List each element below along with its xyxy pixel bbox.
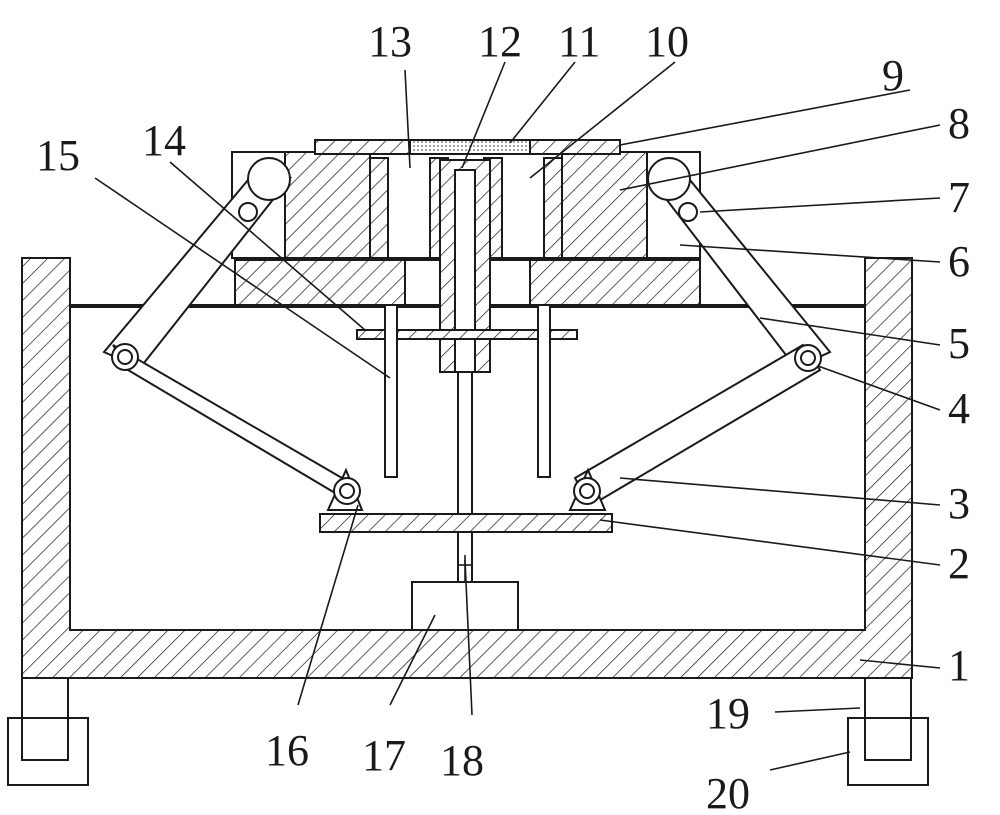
label-12: 12 — [478, 17, 522, 66]
label-1: 1 — [948, 641, 970, 690]
right-leg — [847, 677, 929, 786]
crossbar-rods — [356, 304, 578, 478]
motor — [411, 581, 519, 631]
label-17: 17 — [362, 731, 406, 780]
label-15: 15 — [36, 131, 80, 180]
label-10: 10 — [645, 17, 689, 66]
label-5: 5 — [948, 319, 970, 368]
label-11: 11 — [558, 17, 600, 66]
label-4: 4 — [948, 384, 970, 433]
label-9: 9 — [882, 51, 904, 100]
bottom-plate — [319, 513, 613, 533]
label-7: 7 — [948, 173, 970, 222]
label-2: 2 — [948, 539, 970, 588]
label-16: 16 — [265, 726, 309, 775]
label-18: 18 — [440, 736, 484, 785]
top-cover — [314, 139, 621, 155]
label-6: 6 — [948, 237, 970, 286]
label-14: 14 — [142, 116, 186, 165]
part-labels: 1 2 3 4 5 6 7 8 9 10 11 12 13 14 15 16 1… — [36, 17, 970, 815]
label-8: 8 — [948, 99, 970, 148]
label-20: 20 — [706, 769, 750, 815]
label-19: 19 — [706, 689, 750, 738]
right-linkage — [568, 157, 832, 511]
left-leg — [7, 677, 89, 786]
label-13: 13 — [368, 17, 412, 66]
leader-lines — [94, 61, 941, 771]
label-3: 3 — [948, 479, 970, 528]
